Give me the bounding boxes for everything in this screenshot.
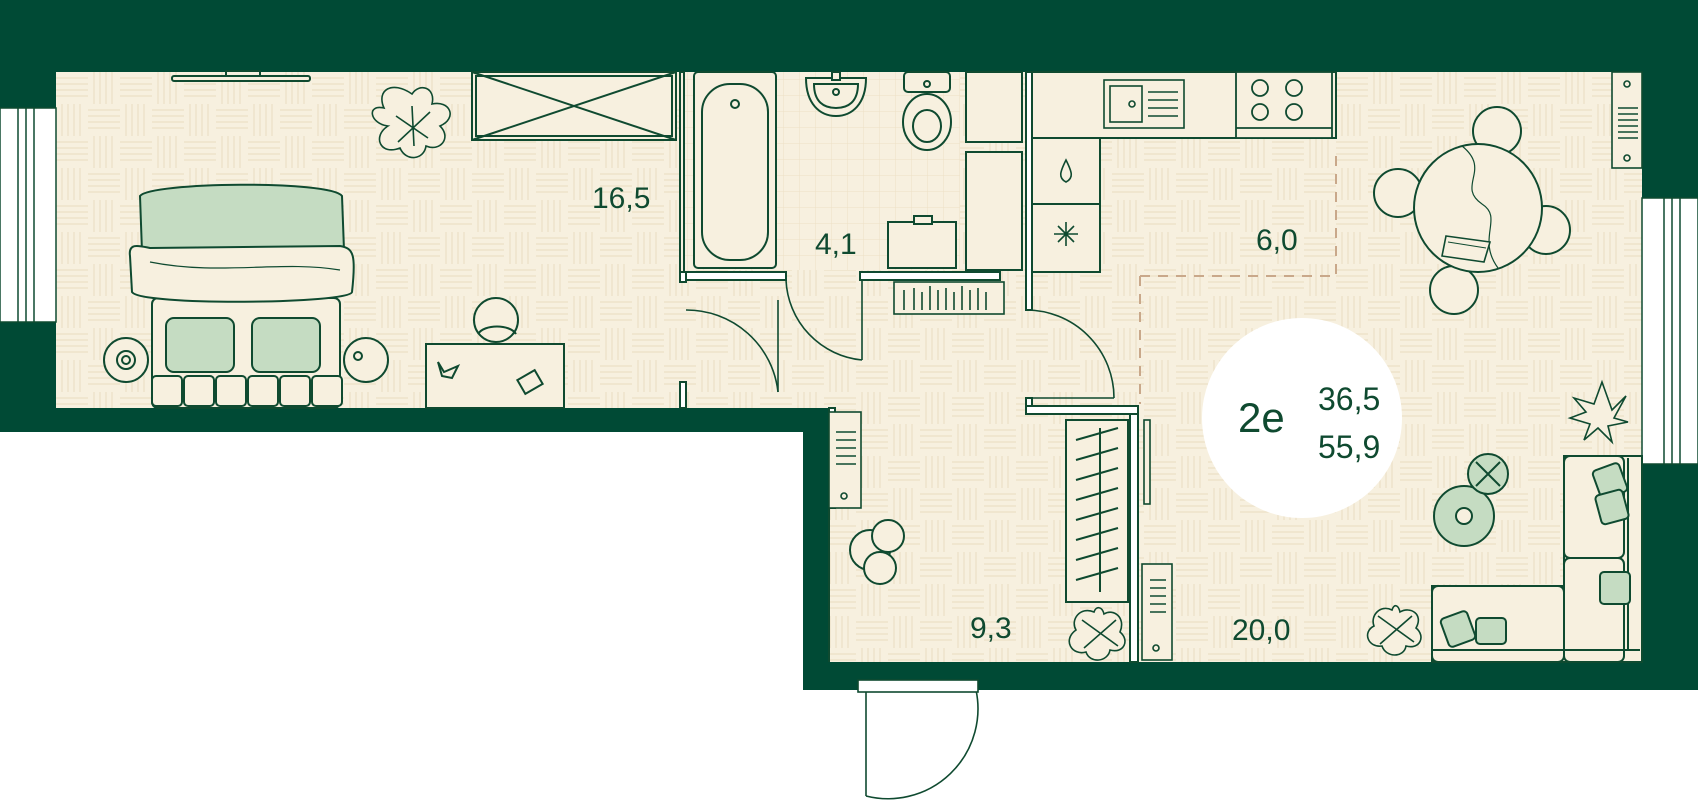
apartment-badge: 2е 36,5 55,9 <box>1202 318 1402 518</box>
bathtub-icon <box>693 71 777 269</box>
door-icon <box>685 279 1115 800</box>
wall-heater-icon <box>1611 71 1643 169</box>
plant-icon <box>1567 379 1629 445</box>
plant-icon <box>371 86 451 159</box>
stove-icon <box>1235 71 1333 139</box>
bed-icon <box>128 183 355 409</box>
kitchen-sink-icon <box>1103 79 1185 129</box>
interior-walls <box>679 71 1139 663</box>
washing-machine-icon <box>887 215 957 269</box>
nightstand-icon <box>103 337 389 383</box>
chair-icon <box>473 297 519 343</box>
hallway-area-label: 9,3 <box>970 612 1012 645</box>
plant-icon <box>1068 606 1126 661</box>
window-icon <box>0 107 1698 465</box>
desk-icon <box>471 71 677 141</box>
room-labels: 16,5 4,1 6,0 9,3 20,0 <box>592 182 1298 647</box>
plant-icon <box>1366 604 1422 656</box>
wardrobe-icon <box>1065 419 1129 603</box>
sofa-icon <box>1431 455 1643 663</box>
kitchen-zone-line <box>1139 150 1337 404</box>
shelf-icon <box>965 71 1023 271</box>
toilet-icon <box>902 71 952 151</box>
apartment-type-label: 2е <box>1238 394 1285 441</box>
coffee-table-icon <box>1433 453 1509 547</box>
radiator-icon <box>828 411 862 509</box>
living-area-value: 36,5 <box>1318 381 1380 417</box>
hallway-radiator-icon <box>1141 419 1173 661</box>
kitchen-area-label: 6,0 <box>1256 224 1298 257</box>
tv-icon <box>171 70 311 82</box>
total-area-value: 55,9 <box>1318 429 1380 465</box>
fridge-icon <box>1054 158 1078 246</box>
bathroom-area-label: 4,1 <box>815 228 857 261</box>
laptop-icon <box>1441 235 1492 263</box>
bedroom-area-label: 16,5 <box>592 182 650 215</box>
chair-icon <box>849 519 905 585</box>
living-room-area-label: 20,0 <box>1232 614 1290 647</box>
work-desk-icon <box>425 343 565 409</box>
sink-icon <box>804 71 868 118</box>
radiator-icon <box>893 281 1005 315</box>
